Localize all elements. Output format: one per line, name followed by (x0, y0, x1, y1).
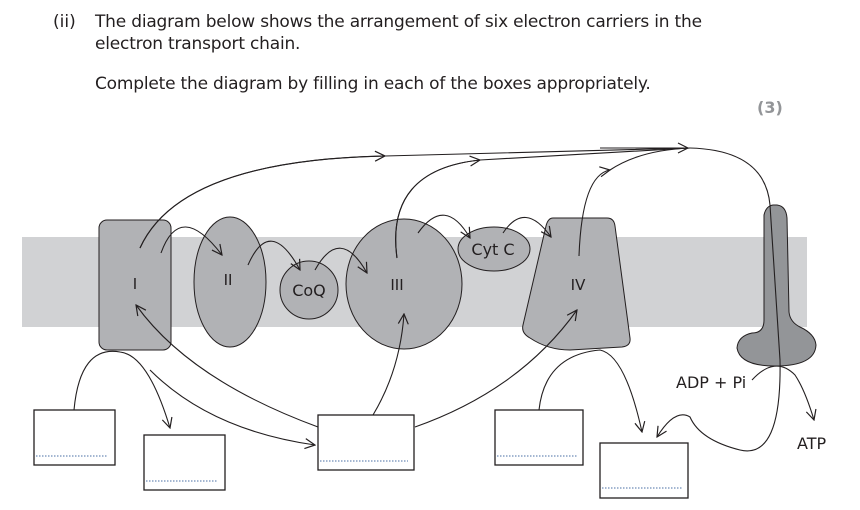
answer-box-3[interactable] (317, 414, 415, 471)
question-text-line-1: The diagram below shows the arrangement … (95, 12, 702, 32)
arrow-box1-to-box3 (149, 369, 315, 445)
arrow-complex2-to-coq (247, 240, 300, 270)
atp-label: ATP (797, 434, 826, 453)
proton-flow-through-synthase (657, 147, 781, 452)
answer-box-5[interactable] (599, 442, 689, 499)
arrow-box3-to-complex4 (414, 310, 577, 428)
arrow-box3-to-complex3 (372, 314, 404, 416)
question-instruction: Complete the diagram by filling in each … (95, 74, 651, 94)
cytochrome-c-shape (457, 226, 531, 272)
proton-arrowhead-3 (395, 160, 480, 259)
proton-arrow-complex4-cont (609, 147, 691, 171)
answer-box-1[interactable] (33, 409, 116, 466)
arrow-coq-to-complex3 (314, 247, 367, 273)
arrow-box1-branch (73, 350, 170, 428)
complex-1-label: I (133, 275, 137, 293)
coenzyme-q-label: CoQ (292, 281, 326, 300)
marks-indicator: (3) (757, 98, 783, 117)
arrow-complex1-to-complex2 (160, 226, 222, 255)
complex-3-label: III (390, 276, 403, 294)
arrow-complex3-to-cytc (417, 214, 470, 238)
question-text-line-2: electron transport chain. (95, 34, 301, 54)
arrow-adp-to-atp (751, 365, 814, 420)
coenzyme-q-shape (279, 260, 339, 320)
proton-arrow-complex4 (578, 170, 610, 257)
answer-box-2[interactable] (143, 434, 226, 491)
answer-box-4[interactable] (494, 409, 584, 466)
complex-3-shape (345, 218, 463, 350)
question-number: (ii) (53, 12, 76, 32)
complex-2-label: II (224, 271, 233, 289)
cytochrome-c-label: Cyt C (471, 240, 514, 259)
arrow-box3-to-complex1 (136, 305, 319, 428)
arrow-box4-to-box5 (538, 349, 642, 432)
arrow-cytc-to-complex4 (502, 216, 551, 237)
adp-pi-label: ADP + Pi (676, 373, 746, 392)
complex-4-label: IV (571, 276, 586, 294)
complex-1-shape (98, 219, 172, 351)
proton-arrowhead-1 (139, 156, 385, 249)
